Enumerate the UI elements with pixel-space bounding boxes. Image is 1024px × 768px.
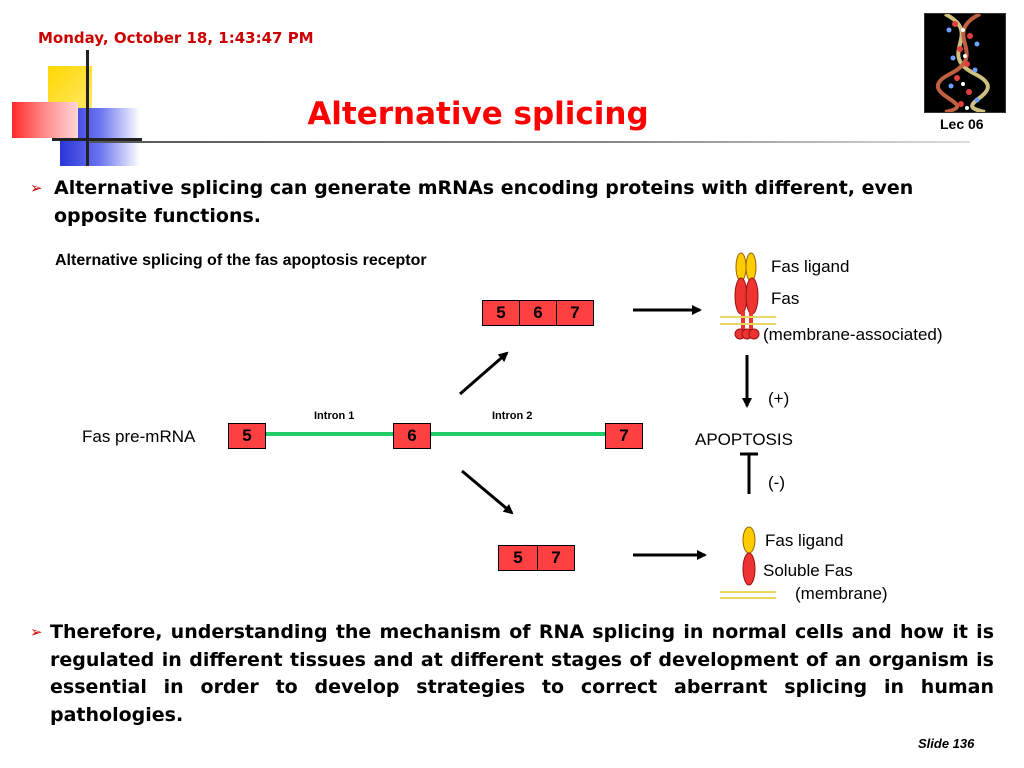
lecture-number: Lec 06 [940,116,984,132]
product-top-exon-6: 6 [519,300,557,326]
corner-decoration [12,50,142,170]
bullet-2: ➢ Therefore, understanding the mechanism… [30,619,994,729]
slide-title: Alternative splicing [307,96,649,132]
intron-1-label: Intron 1 [314,410,355,422]
pre-mrna-label: Fas pre-mRNA [82,427,196,446]
product-bottom-exon-7: 7 [537,545,575,571]
fas-ligand-label-bottom: Fas ligand [765,531,844,550]
arrow-up-right [459,351,509,396]
apoptosis-label: APOPTOSIS [695,430,793,449]
soluble-fas-complex [720,526,776,599]
dna-image [924,13,1006,113]
date-stamp: Monday, October 18, 1:43:47 PM [38,29,314,47]
inhibition-sign: (-) [768,473,785,492]
soluble-fas-label: Soluble Fas [763,561,853,580]
fas-label: Fas [771,289,800,308]
bullet-arrow-icon: ➢ [30,179,43,197]
bullet-1: ➢ Alternative splicing can generate mRNA… [30,174,990,230]
bullet-2-text: Therefore, understanding the mechanism o… [50,621,994,726]
membrane-fas-complex [720,252,776,340]
slide-number: Slide 136 [918,736,975,751]
exon-6: 6 [393,423,431,449]
exon-5: 5 [228,423,266,449]
arrow-down-right [461,469,514,515]
product-bottom-exon-5: 5 [498,545,538,571]
membrane-associated-label: (membrane-associated) [763,325,943,344]
intron-2-label: Intron 2 [492,410,533,422]
header-divider [90,141,970,143]
activation-sign: (+) [768,389,790,408]
membrane-label: (membrane) [795,584,888,603]
exon-7: 7 [605,423,643,449]
product-top-exon-5: 5 [482,300,520,326]
bullet-arrow-icon: ➢ [30,623,43,641]
bullet-1-text: Alternative splicing can generate mRNAs … [54,177,914,227]
fas-ligand-label-top: Fas ligand [771,257,850,276]
diagram-subtitle: Alternative splicing of the fas apoptosi… [55,252,427,269]
product-top-exon-7: 7 [556,300,594,326]
